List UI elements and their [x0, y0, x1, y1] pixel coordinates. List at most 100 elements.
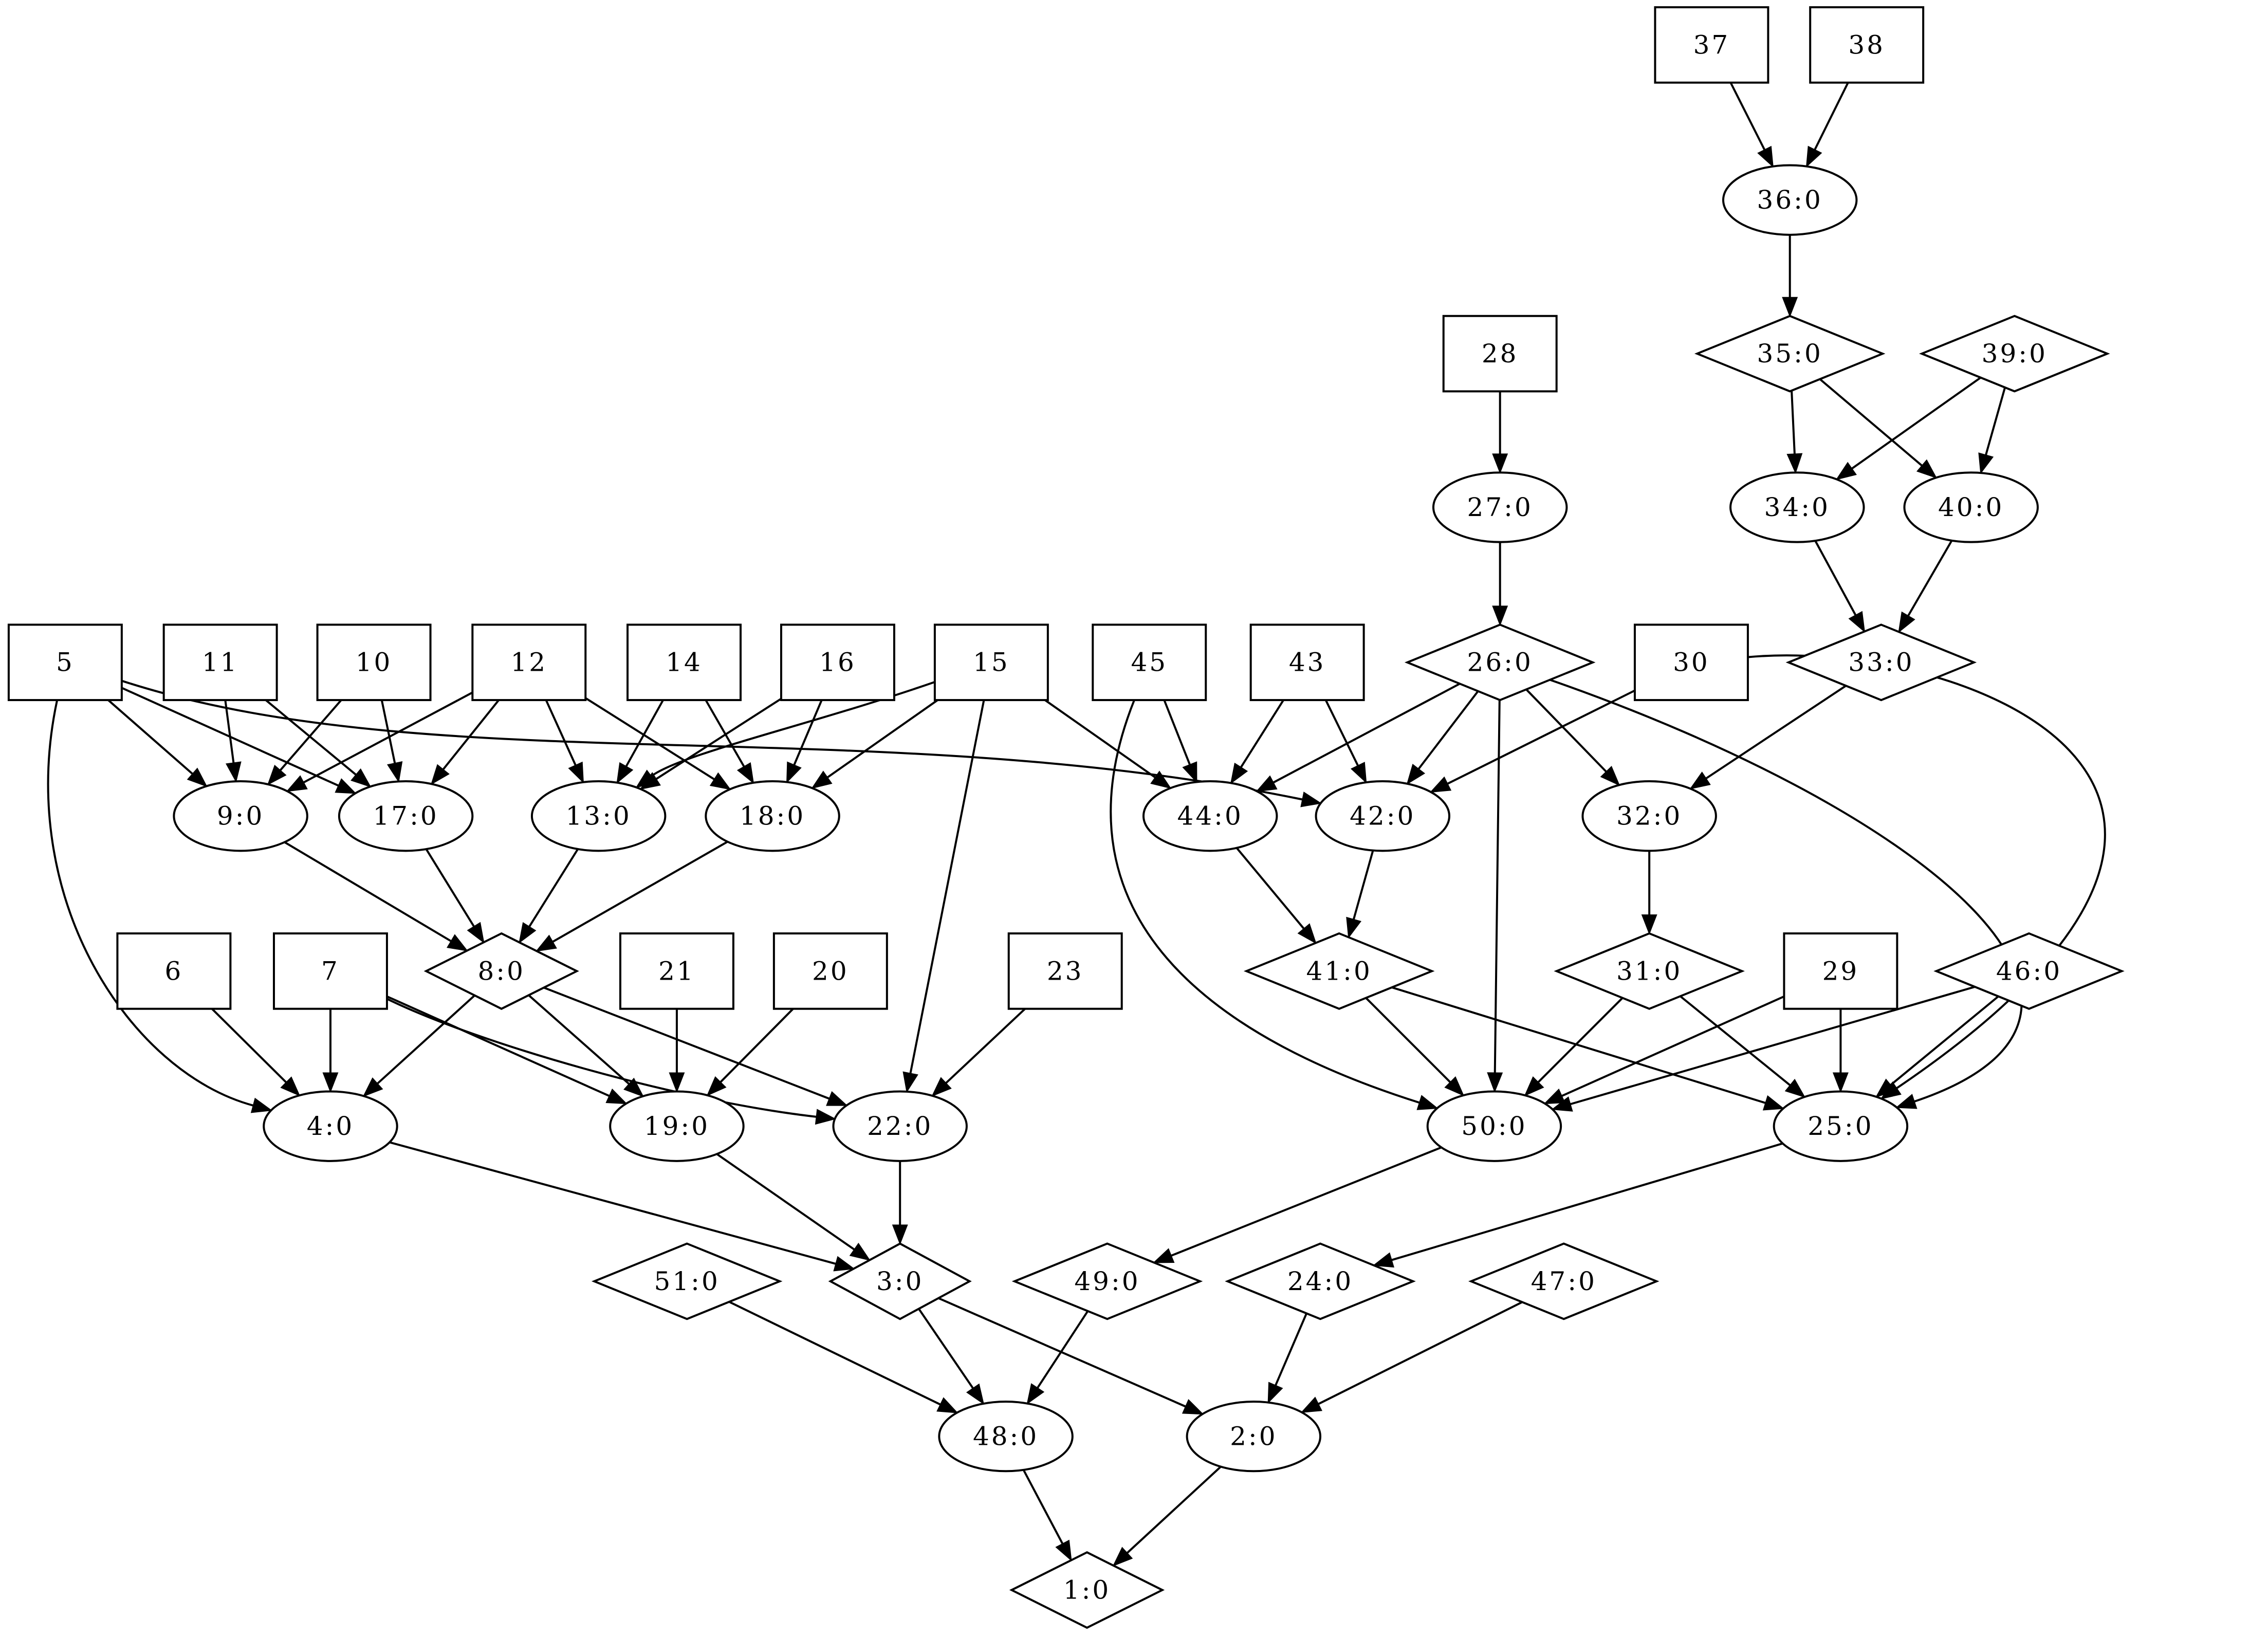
node-box-shape	[316, 623, 432, 702]
node-diamond-shape	[1554, 932, 1745, 1010]
edge-26-to-44	[1256, 683, 1461, 792]
edge-22-to-3	[892, 1161, 908, 1245]
edge-31-to-50	[1524, 997, 1624, 1097]
arrow-head	[322, 1072, 339, 1093]
node-label: 2:0	[1230, 1422, 1277, 1451]
edge-27-to-26	[1492, 542, 1508, 627]
arrow-head	[815, 1109, 837, 1125]
node-label: 38	[1848, 30, 1885, 60]
graph-node-39: 39:0	[1919, 315, 2110, 393]
edge-line	[1171, 1146, 1442, 1257]
arrow-head	[1543, 1088, 1565, 1105]
arrow-head	[187, 767, 208, 787]
arrow-head	[1346, 916, 1362, 939]
edge-line	[1417, 690, 1479, 770]
graph-node-41: 41:0	[1243, 932, 1435, 1010]
edge-18-to-8	[535, 840, 728, 952]
arrow-head	[1267, 1382, 1283, 1404]
graph-node-8: 8:0	[423, 932, 579, 1010]
node-box-shape	[1633, 623, 1749, 702]
edge-line	[1324, 700, 1359, 766]
arrow-head	[226, 761, 242, 783]
edge-line	[585, 697, 715, 780]
edge-line	[376, 995, 475, 1084]
edge-line	[265, 699, 357, 776]
edge-line	[121, 679, 1303, 801]
node-ellipse-shape	[173, 780, 308, 852]
edge-17-to-8	[425, 849, 485, 944]
arrow-head	[786, 761, 802, 784]
edge-29-to-50	[1543, 995, 1785, 1105]
edge-line	[1273, 683, 1461, 784]
graph-node-40: 40:0	[1903, 471, 2039, 543]
arrow-head	[447, 934, 469, 951]
edge-41-to-50	[1365, 997, 1465, 1097]
edge-line	[655, 697, 782, 780]
node-label: 40:0	[1938, 492, 2004, 522]
arrow-head	[1641, 914, 1657, 935]
graph-node-35: 35:0	[1694, 315, 1886, 393]
arrow-head	[826, 1091, 848, 1106]
edge-24-to-2	[1267, 1313, 1308, 1404]
arrow-head	[1875, 1078, 1896, 1098]
node-ellipse-shape	[1315, 780, 1451, 852]
edge-5-to-9	[107, 699, 208, 787]
node-box-shape	[626, 623, 742, 702]
node-label: 46:0	[1996, 956, 2062, 986]
edge-line	[918, 1308, 974, 1389]
edge-line	[425, 849, 475, 927]
edge-line	[107, 699, 193, 775]
edge-line	[1391, 986, 1766, 1104]
arrow-head	[1786, 453, 1803, 474]
edge-30-to-25	[1747, 654, 2106, 1100]
node-label: 51:0	[654, 1266, 720, 1296]
node-ellipse-shape	[1903, 471, 2039, 543]
edge-line	[793, 700, 823, 766]
arrow-head	[250, 1097, 273, 1113]
edge-8-to-4	[362, 995, 475, 1097]
node-label: 36:0	[1757, 185, 1823, 215]
arrow-head	[1916, 459, 1938, 479]
node-label: 47:0	[1531, 1266, 1597, 1296]
node-label: 3:0	[876, 1266, 924, 1296]
node-label: 35:0	[1757, 339, 1823, 369]
node-box-shape	[1809, 6, 1925, 84]
arrow-head	[280, 1076, 301, 1097]
arrow-head	[1406, 764, 1426, 785]
node-box-shape	[116, 932, 232, 1010]
edge-33-to-32	[1689, 685, 1847, 790]
node-label: 18:0	[740, 801, 805, 831]
node-label: 1:0	[1063, 1575, 1111, 1605]
graph-node-47: 47:0	[1468, 1242, 1659, 1320]
edge-line	[945, 1008, 1026, 1084]
arrow-head	[1350, 762, 1367, 784]
node-label: 29	[1822, 956, 1859, 986]
graph-node-31: 31:0	[1554, 932, 1745, 1010]
edge-46-to-25	[1875, 995, 1999, 1098]
node-label: 13:0	[566, 801, 632, 831]
graph-node-16: 16	[780, 623, 895, 702]
node-label: 4:0	[307, 1111, 354, 1141]
edge-line	[1365, 997, 1451, 1083]
edge-48-to-1	[1022, 1469, 1072, 1561]
node-label: 25:0	[1808, 1111, 1873, 1141]
edge-32-to-31	[1641, 851, 1657, 935]
node-ellipse-shape	[338, 780, 474, 852]
node-diamond-shape	[1919, 315, 2110, 393]
node-label: 17:0	[373, 801, 438, 831]
edge-line	[442, 699, 500, 770]
node-diamond-shape	[1404, 623, 1596, 702]
edge-43-to-42	[1324, 700, 1367, 784]
node-diamond-shape	[828, 1242, 972, 1320]
edge-6-to-4	[211, 1008, 301, 1097]
graph-node-51: 51:0	[591, 1242, 783, 1320]
arrow-head	[623, 1077, 644, 1097]
arrow-head	[1444, 1076, 1465, 1097]
arrow-head	[568, 761, 584, 784]
node-diamond-shape	[1009, 1551, 1165, 1629]
edge-15-to-18	[811, 699, 938, 789]
edge-line	[1985, 387, 2006, 455]
arrow-head	[736, 762, 754, 784]
node-label: 7	[321, 956, 340, 986]
